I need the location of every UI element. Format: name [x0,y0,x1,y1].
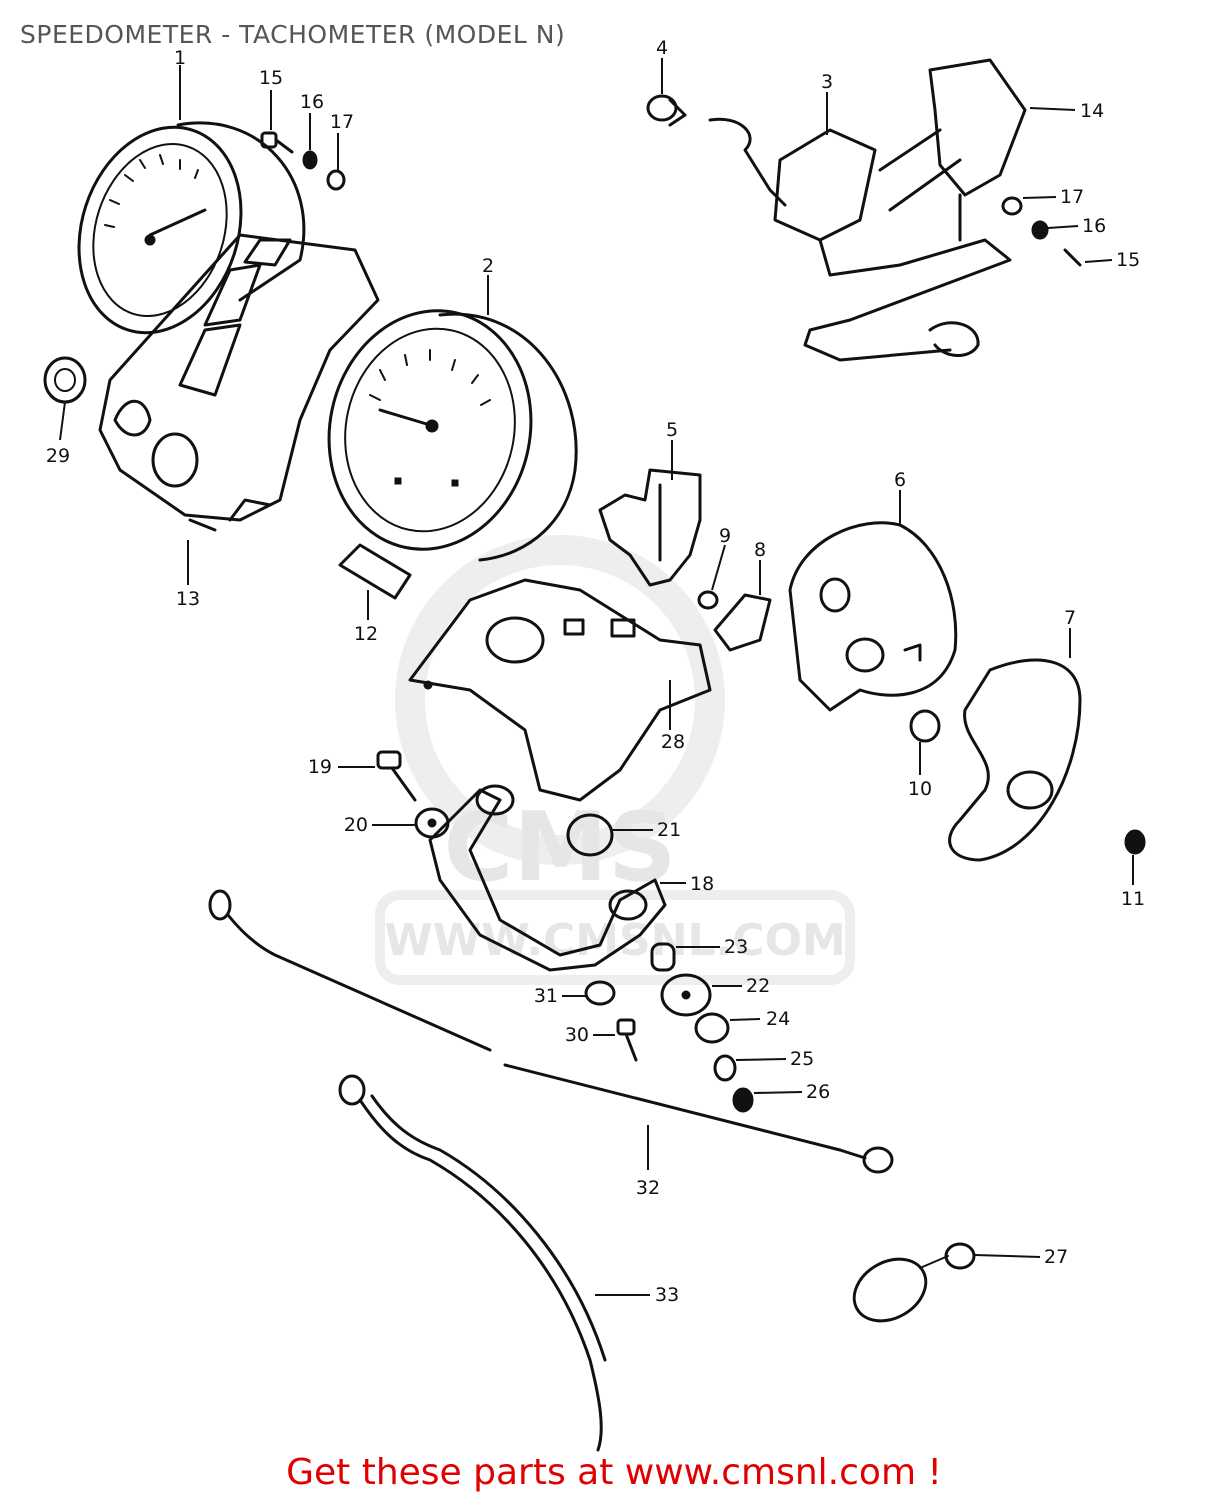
callout-32: 32 [636,1177,660,1199]
lower-bracket-18-part[interactable] [428,784,667,972]
callout-17-upper: 17 [330,111,354,133]
speedometer-part[interactable] [53,106,306,354]
main-bracket-28-part[interactable] [408,578,712,802]
label-plate-12-part[interactable] [338,543,412,600]
callout-9: 9 [719,525,731,547]
callout-7: 7 [1064,607,1076,629]
callout-20: 20 [344,814,368,836]
callout-21: 21 [657,819,681,841]
callout-24: 24 [766,1008,790,1030]
callout-25: 25 [790,1048,814,1070]
cushion-21-part[interactable] [566,813,614,857]
callout-12: 12 [354,623,378,645]
callout-16-right: 16 [1082,215,1106,237]
tachometer-cable-32-part[interactable] [208,889,894,1174]
o-ring-27-part[interactable] [843,1242,976,1333]
washer-31-part[interactable] [584,980,616,1006]
callout-15-right: 15 [1116,249,1140,271]
callout-16-upper: 16 [300,91,324,113]
washer-17-part[interactable] [326,169,346,191]
callout-10: 10 [908,778,932,800]
nut-11-part[interactable] [1124,829,1146,855]
nut-16-part[interactable] [302,150,318,170]
callout-18: 18 [690,873,714,895]
callout-3: 3 [821,71,833,93]
housing-6-part[interactable] [788,521,958,712]
washer-25-part[interactable] [713,1054,737,1082]
screw-15b-part[interactable] [1063,248,1082,267]
callout-33: 33 [655,1284,679,1306]
callout-29: 29 [46,445,70,467]
switch-housing-part[interactable] [708,58,1027,362]
callout-31: 31 [534,985,558,1007]
cushion-22-part[interactable] [660,973,712,1017]
callout-8: 8 [754,539,766,561]
washer-10-part[interactable] [909,709,941,743]
watermark-url: WWW.CMSNL.COM [384,915,846,966]
collar-23-part[interactable] [650,942,676,972]
callout-numbers: 1 2 3 4 5 6 7 8 9 10 11 12 13 14 15 15 1… [46,37,1145,1306]
callout-26: 26 [806,1081,830,1103]
callout-17-right: 17 [1060,186,1084,208]
diagram-title: SPEEDOMETER - TACHOMETER (MODEL N) [20,20,566,49]
callout-19: 19 [308,756,332,778]
get-parts-link[interactable]: Get these parts at www.cmsnl.com ! [286,1452,942,1493]
instrument-bracket-part[interactable] [98,233,380,532]
bolt-19-part[interactable] [376,750,417,802]
bulb-socket-4-part[interactable] [646,94,687,127]
leader-lines [59,58,1134,1296]
nut-16b-part[interactable] [1031,220,1049,240]
callout-14: 14 [1080,100,1104,122]
callout-6: 6 [894,469,906,491]
callout-4: 4 [656,37,668,59]
callout-23: 23 [724,936,748,958]
nut-26-part[interactable] [732,1087,754,1113]
callout-5: 5 [666,419,678,441]
callout-30: 30 [565,1024,589,1046]
tachometer-part[interactable] [307,292,578,568]
grommet-29-part[interactable] [43,356,87,404]
washer-20-part[interactable] [414,807,450,839]
callout-13: 13 [176,588,200,610]
washer-17b-part[interactable] [1001,196,1023,216]
housing-7-part[interactable] [948,658,1082,862]
callout-2: 2 [482,255,494,277]
connector-8-part[interactable] [713,593,772,652]
callout-11: 11 [1121,888,1145,910]
callout-1: 1 [174,47,186,69]
callout-28: 28 [661,731,685,753]
bracket-5-part[interactable] [598,468,702,587]
callout-27: 27 [1044,1246,1068,1268]
callout-15-upper: 15 [259,67,283,89]
callout-22: 22 [746,975,770,997]
bushing-9-part[interactable] [697,590,719,610]
bolt-30-part[interactable] [616,1018,638,1062]
washer-24-part[interactable] [694,1012,730,1044]
screw-15-part[interactable] [260,131,294,154]
speedometer-cable-33-part[interactable] [338,1074,607,1452]
